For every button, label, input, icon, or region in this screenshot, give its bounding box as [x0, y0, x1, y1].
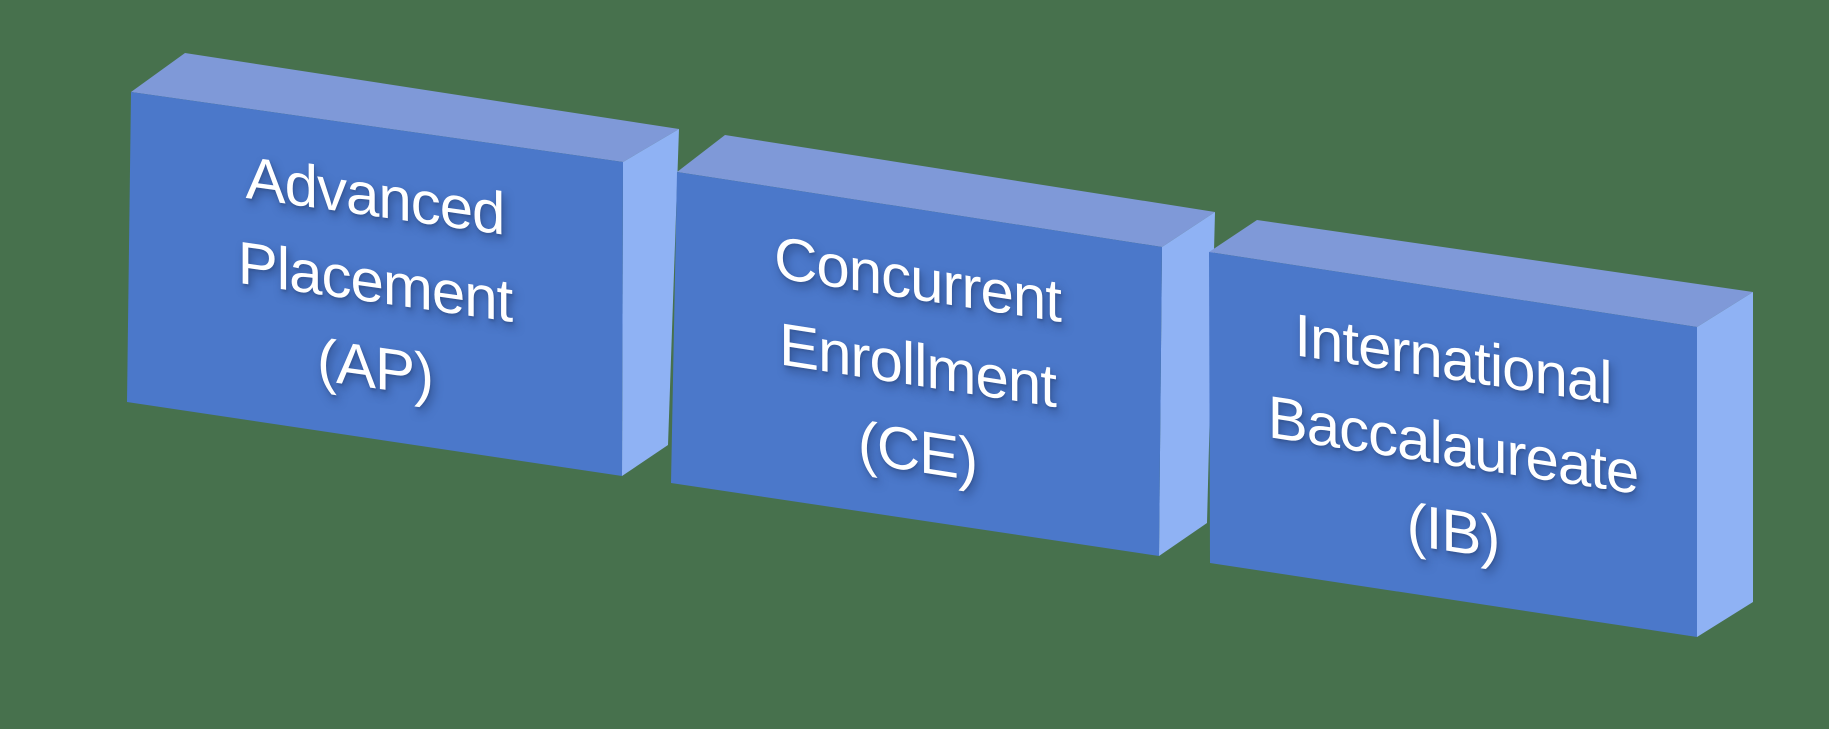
block-ce-side-face: [1159, 212, 1215, 556]
block-ib-top-face: [1209, 220, 1753, 327]
block-ap: [127, 53, 679, 476]
block-ap-side-face: [622, 129, 679, 476]
block-ce-front-face: [671, 172, 1162, 556]
block-ib-front-face: [1209, 252, 1697, 637]
block-ce: [671, 135, 1215, 556]
block-ib: [1209, 220, 1753, 637]
block-ap-front-face: [127, 92, 623, 476]
block-ce-top-face: [677, 135, 1215, 247]
block-ib-side-face: [1697, 292, 1753, 637]
block-ap-top-face: [131, 53, 679, 162]
